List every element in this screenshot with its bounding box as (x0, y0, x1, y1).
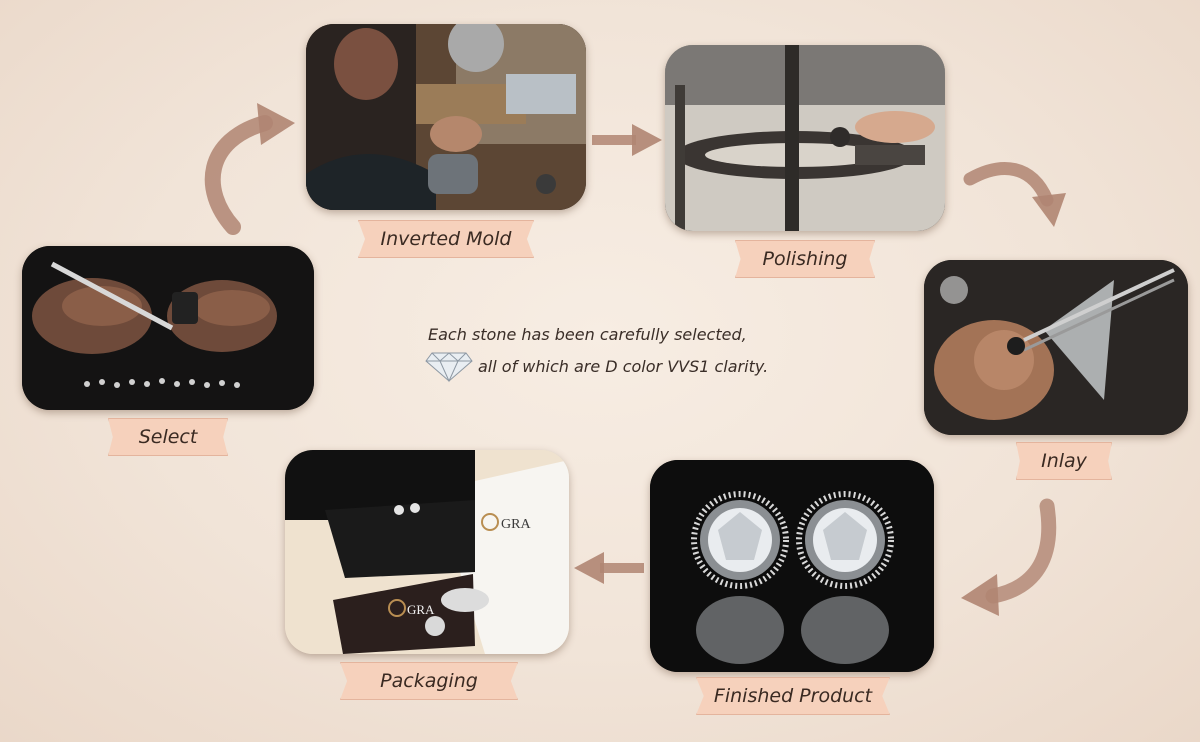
arrow-select-to-mold (204, 103, 295, 235)
step-label-packaging: Packaging (340, 662, 518, 700)
select-photo (22, 246, 314, 410)
caption-line-1: Each stone has been carefully selected, (428, 324, 747, 344)
step-label-polishing: Polishing (735, 240, 875, 278)
card-logo: GRA (407, 602, 435, 617)
packaging-photo: GRA GRA (285, 450, 569, 654)
arrow-mold-to-polishing (592, 124, 662, 156)
caption-line-2: all of which are D color VVS1 clarity. (478, 356, 769, 376)
arrow-finished-to-packaging (574, 552, 644, 584)
step-label-inlay: Inlay (1016, 442, 1112, 480)
polishing-photo (665, 45, 945, 231)
finished-product-photo (650, 460, 934, 672)
step-label-select: Select (108, 418, 228, 456)
step-label-finished-product: Finished Product (696, 677, 890, 715)
arrow-inlay-to-finished (961, 498, 1057, 616)
inlay-photo (924, 260, 1188, 435)
step-label-inverted-mold: Inverted Mold (358, 220, 534, 258)
center-caption: Each stone has been carefully selected, … (425, 318, 808, 383)
inverted-mold-photo (306, 24, 586, 210)
diamond-icon (425, 352, 473, 383)
report-logo: GRA (501, 517, 531, 532)
arrow-polishing-to-inlay (963, 162, 1066, 227)
